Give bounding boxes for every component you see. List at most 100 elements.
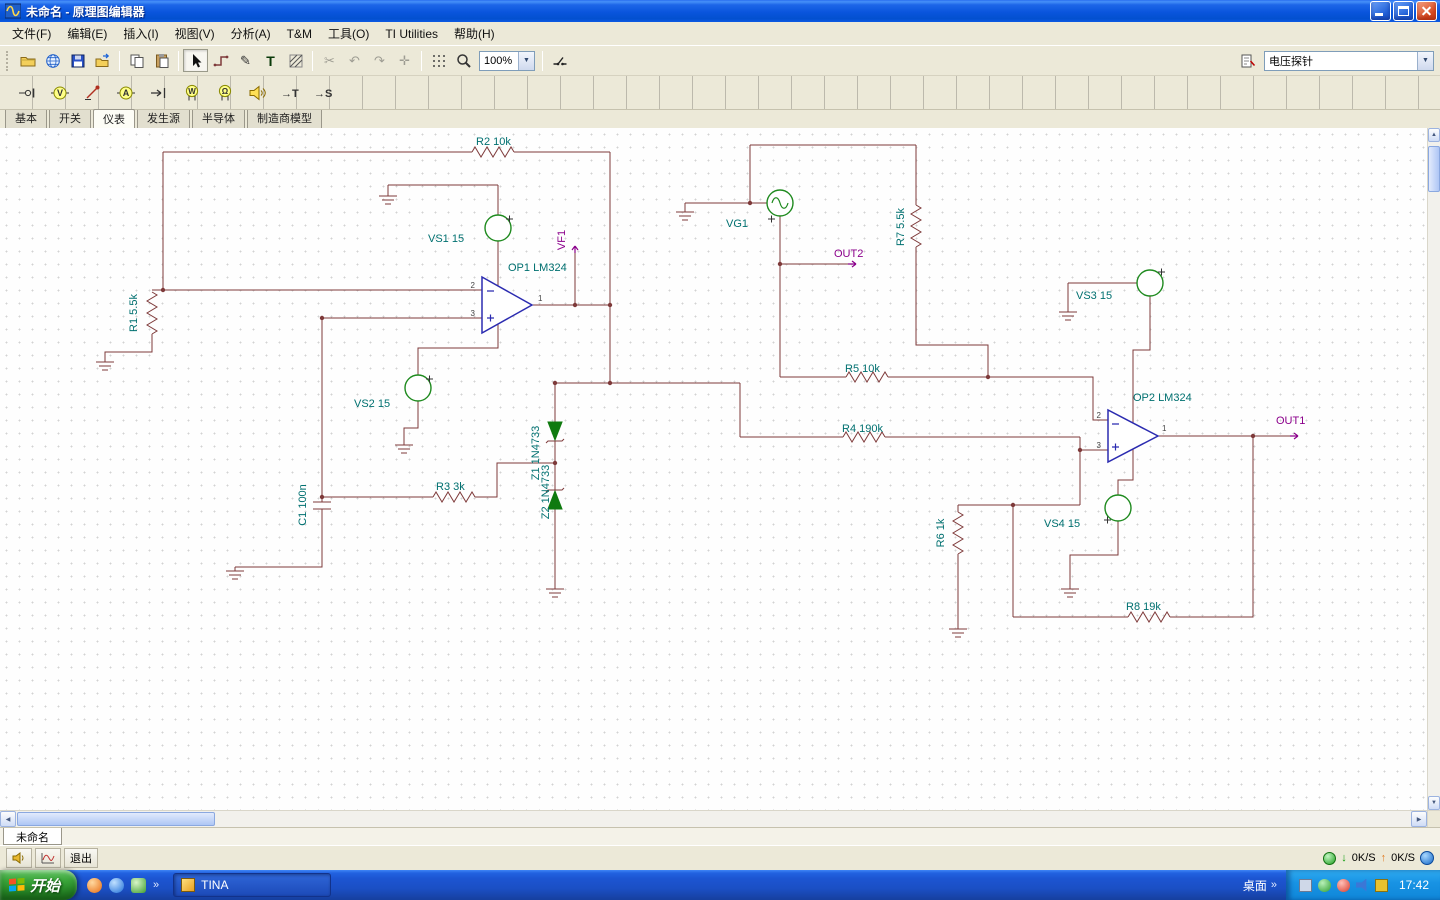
wire-tool-button[interactable]	[208, 49, 233, 72]
copy-button[interactable]	[124, 49, 149, 72]
ground-symbol[interactable]	[95, 357, 115, 371]
tab-manufacturer-models[interactable]: 制造商模型	[247, 108, 322, 128]
maximize-button[interactable]	[1393, 1, 1414, 21]
paste-button[interactable]	[149, 49, 174, 72]
resistor-r8[interactable]	[1127, 611, 1171, 623]
probe-out2[interactable]	[848, 260, 857, 268]
menu-view[interactable]: 视图(V)	[174, 27, 215, 41]
ground-symbol[interactable]	[948, 624, 968, 638]
tray-monitor-icon[interactable]	[1298, 878, 1312, 892]
zoom-select[interactable]: 100% ▼	[479, 50, 535, 71]
menu-tools[interactable]: 工具(O)	[328, 27, 370, 41]
resistor-r1[interactable]	[146, 291, 158, 335]
ground-symbol[interactable]	[675, 207, 695, 221]
source-vs3[interactable]	[1136, 269, 1164, 297]
quicklaunch-icon-3[interactable]	[131, 877, 147, 893]
horizontal-scroll-thumb[interactable]	[17, 812, 215, 826]
source-vs4[interactable]	[1104, 494, 1132, 522]
to-t-button[interactable]: →T	[274, 76, 307, 109]
tab-sources[interactable]: 发生源	[137, 108, 190, 128]
save-button[interactable]	[65, 49, 90, 72]
tab-semiconductors[interactable]: 半导体	[192, 108, 245, 128]
grid-toggle-button[interactable]	[426, 49, 451, 72]
zener-z1[interactable]	[545, 421, 565, 444]
waveform-status-button[interactable]	[35, 848, 61, 868]
wattmeter-button[interactable]: W	[175, 76, 208, 109]
quicklaunch-icon-1[interactable]	[87, 877, 103, 893]
quicklaunch-icon-2[interactable]	[109, 877, 125, 893]
menu-tm[interactable]: T&M	[286, 26, 312, 41]
zener-z2[interactable]	[545, 487, 565, 510]
opamp-op1[interactable]	[481, 275, 534, 335]
menu-ti-utilities[interactable]: TI Utilities	[385, 26, 438, 41]
quicklaunch-overflow-chevron[interactable]: »	[153, 879, 160, 891]
probe-vf1[interactable]	[571, 245, 579, 253]
vertical-scrollbar[interactable]: ▲ ▼	[1427, 128, 1440, 810]
probe-jack-button[interactable]	[10, 76, 43, 109]
resistor-r6[interactable]	[952, 511, 964, 555]
audio-status-button[interactable]	[6, 848, 32, 868]
resistor-r3[interactable]	[432, 491, 476, 503]
ground-symbol[interactable]	[225, 566, 245, 580]
ground-symbol[interactable]	[1060, 584, 1080, 598]
zoom-button[interactable]	[451, 49, 476, 72]
ground-symbol[interactable]	[394, 440, 414, 454]
hatch-tool-button[interactable]	[283, 49, 308, 72]
ground-symbol[interactable]	[1058, 307, 1078, 321]
zoom-dropdown-arrow[interactable]: ▼	[518, 51, 534, 70]
tab-meters[interactable]: 仪表	[93, 109, 135, 129]
text-tool-button[interactable]: T	[258, 49, 283, 72]
horizontal-scroll-track[interactable]	[16, 811, 1411, 827]
resistor-r2[interactable]	[471, 146, 515, 158]
tab-basic[interactable]: 基本	[5, 108, 47, 128]
to-s-button[interactable]: →S	[307, 76, 340, 109]
start-button[interactable]: 开始	[0, 870, 78, 900]
desktop-toolbar[interactable]: 桌面 »	[1234, 877, 1286, 894]
voltage-pin-button[interactable]	[142, 76, 175, 109]
sheet-tab-untitled[interactable]: 未命名	[3, 828, 62, 845]
redo-button[interactable]: ↷	[367, 49, 392, 72]
speaker-button[interactable]	[241, 76, 274, 109]
ground-symbol[interactable]	[378, 191, 398, 205]
capacitor-c1[interactable]	[313, 501, 331, 510]
app-icon[interactable]	[5, 3, 21, 19]
scroll-right-button[interactable]: ▶	[1411, 811, 1427, 827]
ohmmeter-button[interactable]: Ω	[208, 76, 241, 109]
menu-analysis[interactable]: 分析(A)	[230, 27, 271, 41]
minimize-button[interactable]	[1370, 1, 1391, 21]
menu-insert[interactable]: 插入(I)	[123, 27, 159, 41]
schematic-drawing[interactable]: 2 3 1 2 3 1 R2 10k R1 5.5k VS1 15 OP1 LM…	[0, 128, 1428, 810]
taskbar-clock[interactable]: 17:42	[1398, 878, 1429, 892]
close-button[interactable]	[1416, 1, 1437, 21]
tab-switches[interactable]: 开关	[49, 108, 91, 128]
status-green-ball-icon[interactable]	[1323, 851, 1337, 865]
tray-yellow-icon[interactable]	[1374, 878, 1388, 892]
interactive-mode-button[interactable]	[547, 49, 572, 72]
probe-out1[interactable]	[1290, 432, 1299, 440]
source-vs1[interactable]	[484, 214, 512, 242]
cut-button[interactable]: ✂	[317, 49, 342, 72]
export-button[interactable]	[90, 49, 115, 72]
globe-icon[interactable]	[1420, 851, 1434, 865]
select-cursor-button[interactable]	[183, 49, 208, 72]
exit-interactive-button[interactable]: 退出	[64, 848, 98, 868]
probe-pen-button[interactable]	[76, 76, 109, 109]
opamp-op2[interactable]	[1107, 408, 1160, 464]
probe-type-select[interactable]: 电压探针 ▼	[1264, 50, 1434, 71]
tray-red-icon[interactable]	[1336, 878, 1350, 892]
ammeter-button[interactable]: A	[109, 76, 142, 109]
probe-dropdown-arrow[interactable]: ▼	[1417, 51, 1433, 70]
probe-list-button[interactable]	[1235, 49, 1260, 72]
tray-green-icon[interactable]	[1317, 878, 1331, 892]
ground-symbol[interactable]	[545, 584, 565, 598]
crosshair-button[interactable]: ✛	[392, 49, 417, 72]
menu-file[interactable]: 文件(F)	[12, 27, 52, 41]
netlist-button[interactable]	[40, 49, 65, 72]
scroll-left-button[interactable]: ◀	[0, 811, 16, 827]
resistor-r7[interactable]	[910, 204, 922, 248]
task-button-tina[interactable]: TINA	[173, 873, 332, 897]
open-button[interactable]	[15, 49, 40, 72]
pen-tool-button[interactable]: ✎	[233, 49, 258, 72]
horizontal-scrollbar[interactable]: ◀ ▶	[0, 810, 1440, 827]
source-vs2[interactable]	[404, 374, 432, 402]
